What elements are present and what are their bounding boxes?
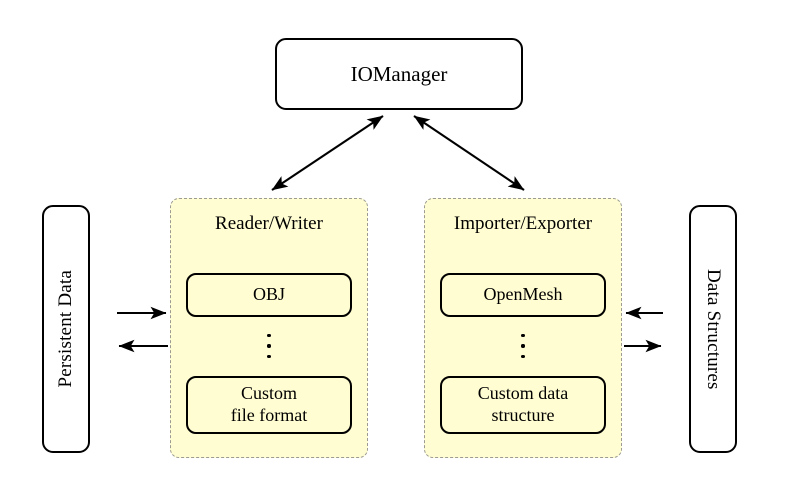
node-custom-file-format-line1: Custom bbox=[240, 383, 297, 404]
panel-reader-writer[interactable]: Reader/Writer OBJ Custom file format bbox=[170, 198, 368, 458]
node-iomanager-label: IOManager bbox=[350, 61, 448, 86]
node-iomanager[interactable]: IOManager bbox=[275, 38, 523, 110]
panel-importer-exporter[interactable]: Importer/Exporter OpenMesh Custom data s… bbox=[424, 198, 622, 458]
panel-reader-writer-title: Reader/Writer bbox=[215, 213, 323, 234]
node-obj[interactable]: OBJ bbox=[186, 273, 352, 317]
node-custom-data-structure-line2: structure bbox=[491, 405, 555, 425]
node-custom-data-structure-label: Custom data structure bbox=[478, 383, 569, 427]
node-custom-file-format-label: Custom file format bbox=[231, 383, 307, 427]
node-persistent-data[interactable]: Persistent Data bbox=[42, 205, 90, 453]
node-custom-data-structure-line1: Custom data bbox=[477, 383, 569, 404]
panel-importer-exporter-title: Importer/Exporter bbox=[453, 213, 593, 234]
arrow-iomanager-importer-exporter bbox=[413, 115, 525, 191]
node-openmesh-label: OpenMesh bbox=[483, 284, 563, 305]
node-custom-file-format[interactable]: Custom file format bbox=[186, 376, 352, 434]
node-custom-data-structure[interactable]: Custom data structure bbox=[440, 376, 606, 434]
vertical-ellipsis-icon bbox=[171, 325, 367, 367]
vertical-ellipsis-icon bbox=[425, 325, 621, 367]
node-data-structures-label: Data Structures bbox=[703, 268, 725, 390]
node-persistent-data-label: Persistent Data bbox=[54, 270, 76, 388]
node-data-structures[interactable]: Data Structures bbox=[689, 205, 737, 453]
node-custom-file-format-line2: file format bbox=[230, 405, 308, 425]
node-openmesh[interactable]: OpenMesh bbox=[440, 273, 606, 317]
arrow-iomanager-reader-writer bbox=[271, 115, 384, 191]
node-obj-label: OBJ bbox=[252, 284, 285, 305]
